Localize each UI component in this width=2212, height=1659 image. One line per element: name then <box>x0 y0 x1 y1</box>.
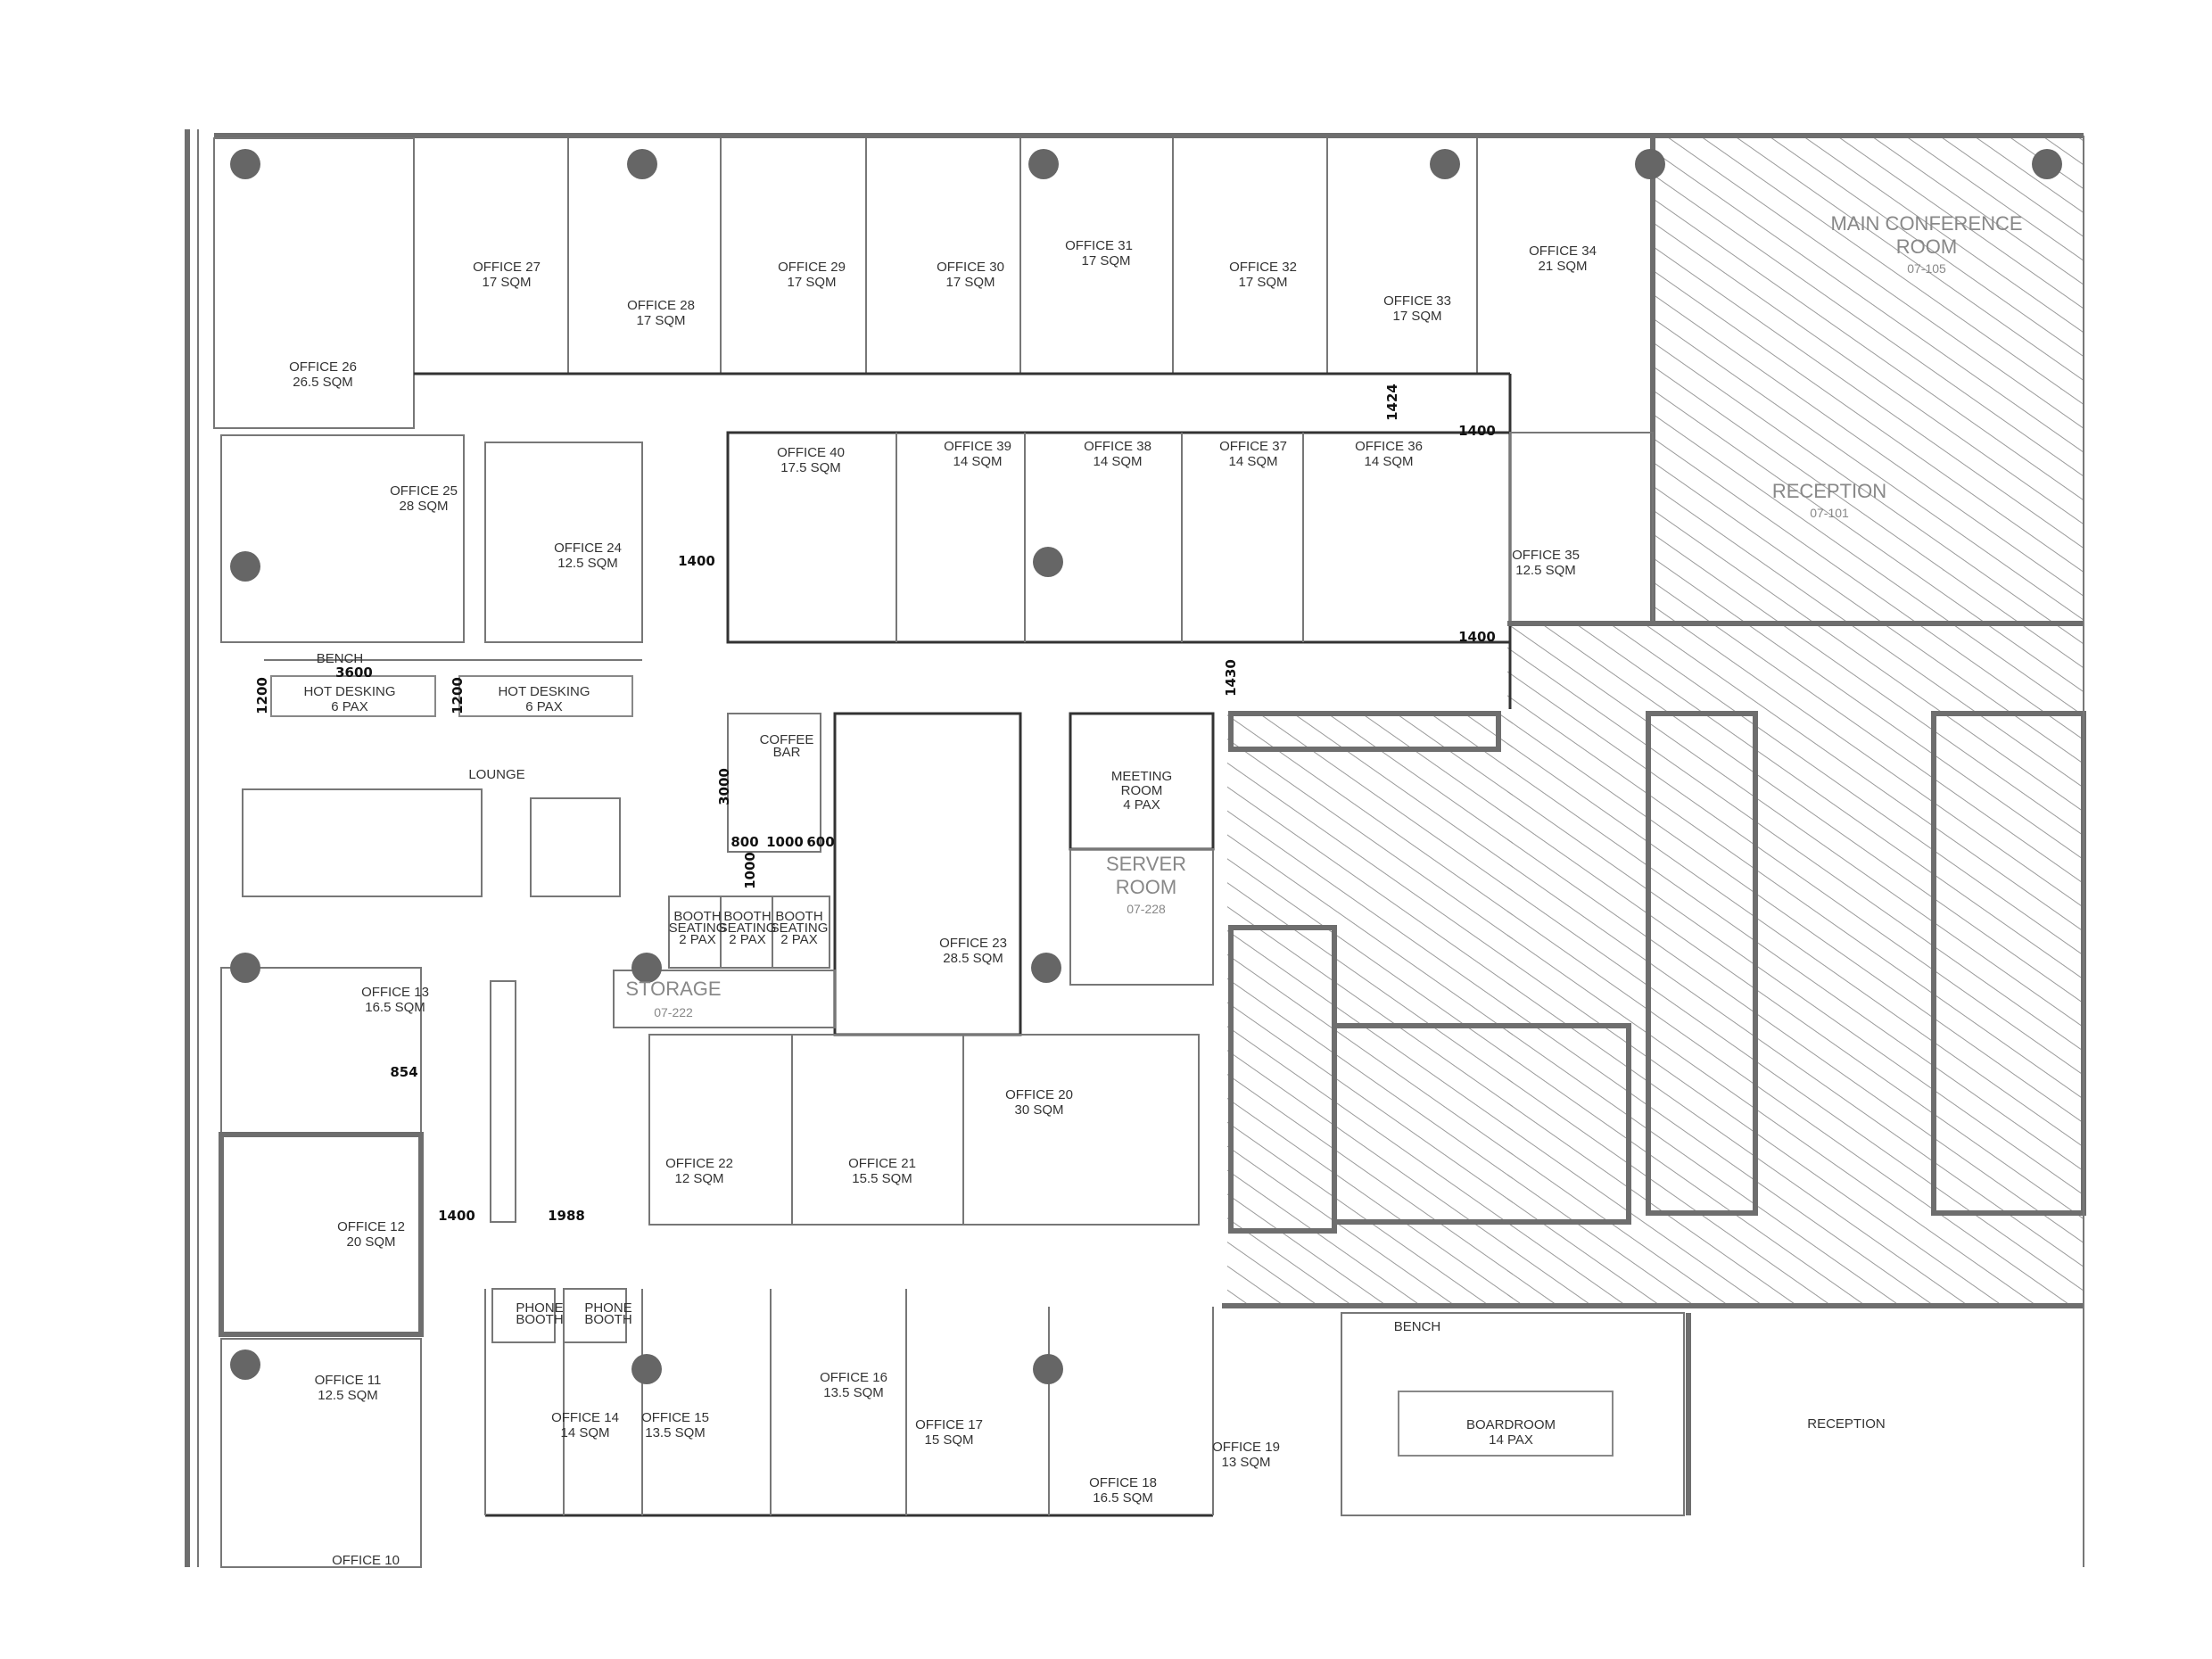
dimension-600: 600 <box>806 834 834 850</box>
dimension-1200: 1200 <box>450 677 466 714</box>
dimension-854: 854 <box>390 1064 417 1080</box>
hatched-areas <box>1227 138 2084 1306</box>
dimension-3600: 3600 <box>335 664 373 681</box>
dimension-1000: 1000 <box>766 834 804 850</box>
storage-label: STORAGE <box>625 978 721 1000</box>
dimension-1424: 1424 <box>1384 384 1400 421</box>
structural-columns <box>230 149 2062 1384</box>
reception-top-label: RECEPTION <box>1772 480 1886 502</box>
dimension-1000: 1000 <box>742 852 758 889</box>
dimension-1400: 1400 <box>1458 423 1496 439</box>
server-room-code: 07-228 <box>1127 902 1166 916</box>
room-label-office10: OFFICE 10 <box>332 1553 400 1568</box>
lounge-label: LOUNGE <box>468 767 524 782</box>
dimension-1400: 1400 <box>1458 629 1496 645</box>
dimension-1400: 1400 <box>678 553 715 569</box>
reception-top-code: 07-101 <box>1810 506 1849 520</box>
dimension-1400: 1400 <box>438 1208 475 1224</box>
walls <box>185 129 2086 1568</box>
reception-bottom-label: RECEPTION <box>1807 1416 1886 1432</box>
dimension-1430: 1430 <box>1223 659 1239 697</box>
dimension-3000: 3000 <box>716 768 732 805</box>
dimension-1200: 1200 <box>254 677 270 714</box>
dimension-800: 800 <box>730 834 758 850</box>
bench-top-label: BENCH <box>317 651 364 666</box>
bench-bottom-label: BENCH <box>1394 1319 1441 1334</box>
dimension-labels: 1424 1400 1400 1400 1430 3600 1200 1200 … <box>254 384 1496 1224</box>
main-conference-room-code: 07-105 <box>1907 261 1946 276</box>
storage-code: 07-222 <box>654 1005 693 1019</box>
dimension-1988: 1988 <box>548 1208 585 1224</box>
